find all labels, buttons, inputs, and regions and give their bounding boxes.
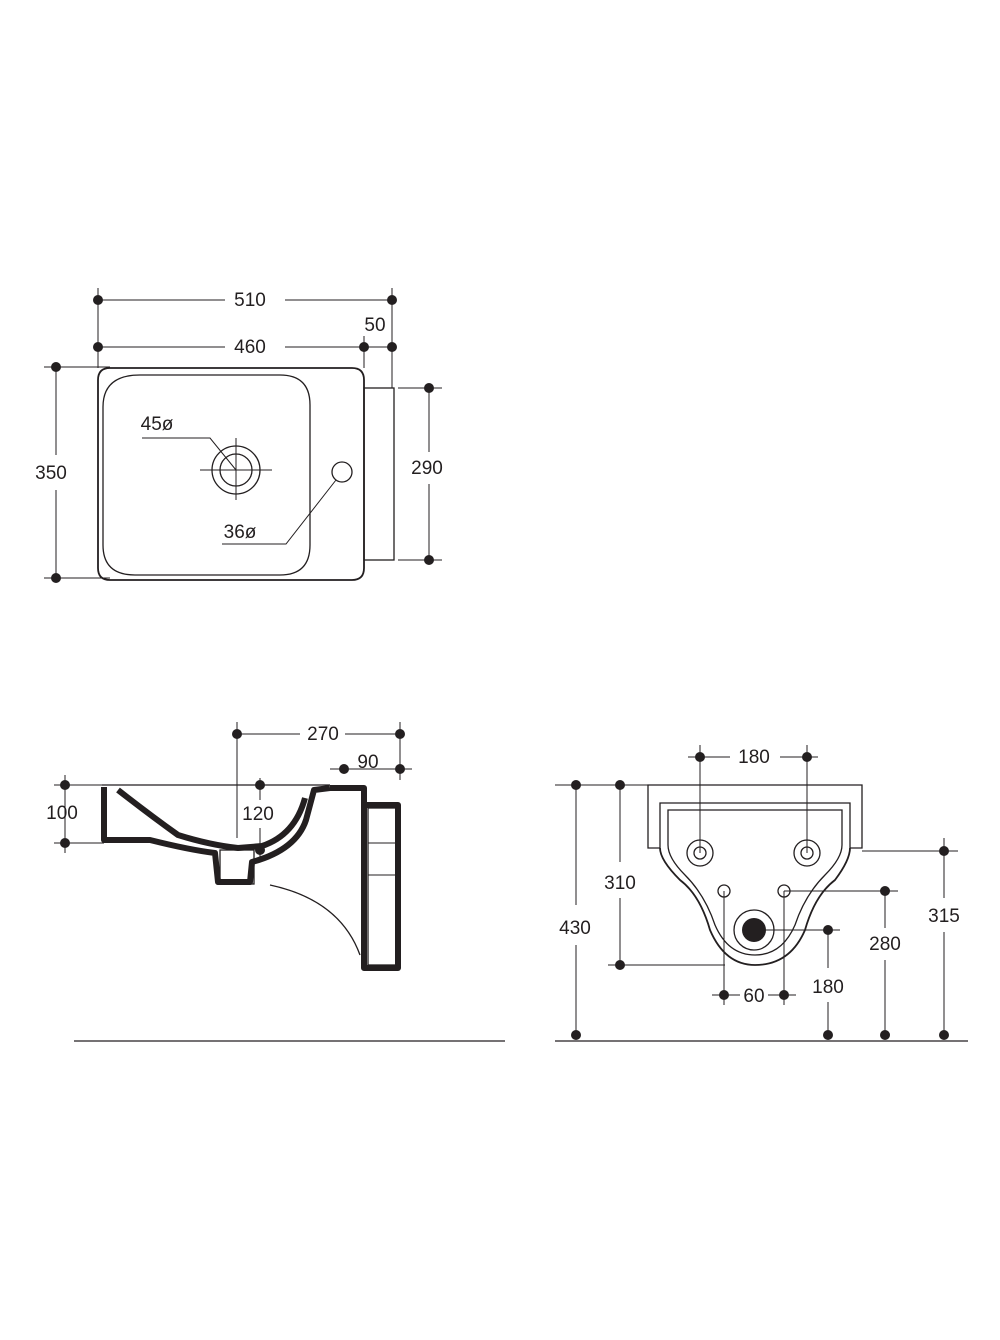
dim-dot	[395, 764, 405, 774]
dim-label-270: 270	[307, 724, 339, 745]
dim-dot	[51, 573, 61, 583]
dim-dot	[719, 990, 729, 1000]
bowl-outline	[102, 374, 311, 576]
dim-label-280: 280	[869, 934, 901, 955]
dim-label-310: 310	[604, 873, 636, 894]
dim-dot	[939, 846, 949, 856]
basin-section-left	[101, 785, 331, 885]
basin-outline	[97, 367, 365, 581]
dim-dot	[880, 1030, 890, 1040]
dim-label-460: 460	[234, 337, 266, 358]
rear-body-outline	[659, 847, 851, 966]
dim-dot	[60, 780, 70, 790]
dim-dot	[255, 780, 265, 790]
top-view: 510 460 50 350 290 45ø 36ø	[35, 288, 443, 583]
dim-dot	[339, 764, 349, 774]
dim-label-100: 100	[46, 803, 78, 824]
waste-leader	[142, 437, 237, 471]
dim-label-315: 315	[928, 906, 960, 927]
side-view: 270 90 100 120	[46, 722, 505, 1042]
dim-dot	[93, 342, 103, 352]
dim-dot	[823, 1030, 833, 1040]
dim-dot	[424, 555, 434, 565]
back-panel-side	[367, 807, 397, 966]
back-panel	[363, 387, 395, 561]
dim-dot	[571, 1030, 581, 1040]
tap-leader	[222, 479, 337, 545]
dim-label-36-dia: 36ø	[224, 522, 257, 543]
rear-top-plate	[647, 784, 863, 849]
waste-stub	[219, 849, 255, 885]
dim-label-180-top: 180	[738, 747, 770, 768]
dim-label-45-dia: 45ø	[141, 414, 174, 435]
back-wall-section	[330, 785, 401, 971]
dim-label-90: 90	[357, 752, 378, 773]
support-curve	[269, 884, 361, 956]
dim-label-120: 120	[242, 804, 274, 825]
dim-label-50: 50	[364, 315, 385, 336]
dim-dot	[51, 362, 61, 372]
dim-dot	[615, 960, 625, 970]
dim-dot	[424, 383, 434, 393]
dim-dot	[779, 990, 789, 1000]
basin-inner-wall	[116, 787, 308, 851]
rear-body-inner	[667, 809, 843, 956]
dim-label-430: 430	[559, 918, 591, 939]
dim-dot	[880, 886, 890, 896]
dim-dot	[60, 838, 70, 848]
dim-dot	[387, 342, 397, 352]
dim-dot	[571, 780, 581, 790]
dim-label-60: 60	[743, 986, 764, 1007]
rear-view: 180 430 310 60 180 2	[555, 745, 968, 1042]
dim-label-290: 290	[411, 458, 443, 479]
dim-label-180-waste: 180	[812, 977, 844, 998]
dim-dot	[615, 780, 625, 790]
dim-dot	[823, 925, 833, 935]
dim-label-350: 350	[35, 463, 67, 484]
dim-dot	[939, 1030, 949, 1040]
dim-dot	[255, 845, 265, 855]
dim-label-510: 510	[234, 290, 266, 311]
tap-hole	[331, 461, 353, 483]
